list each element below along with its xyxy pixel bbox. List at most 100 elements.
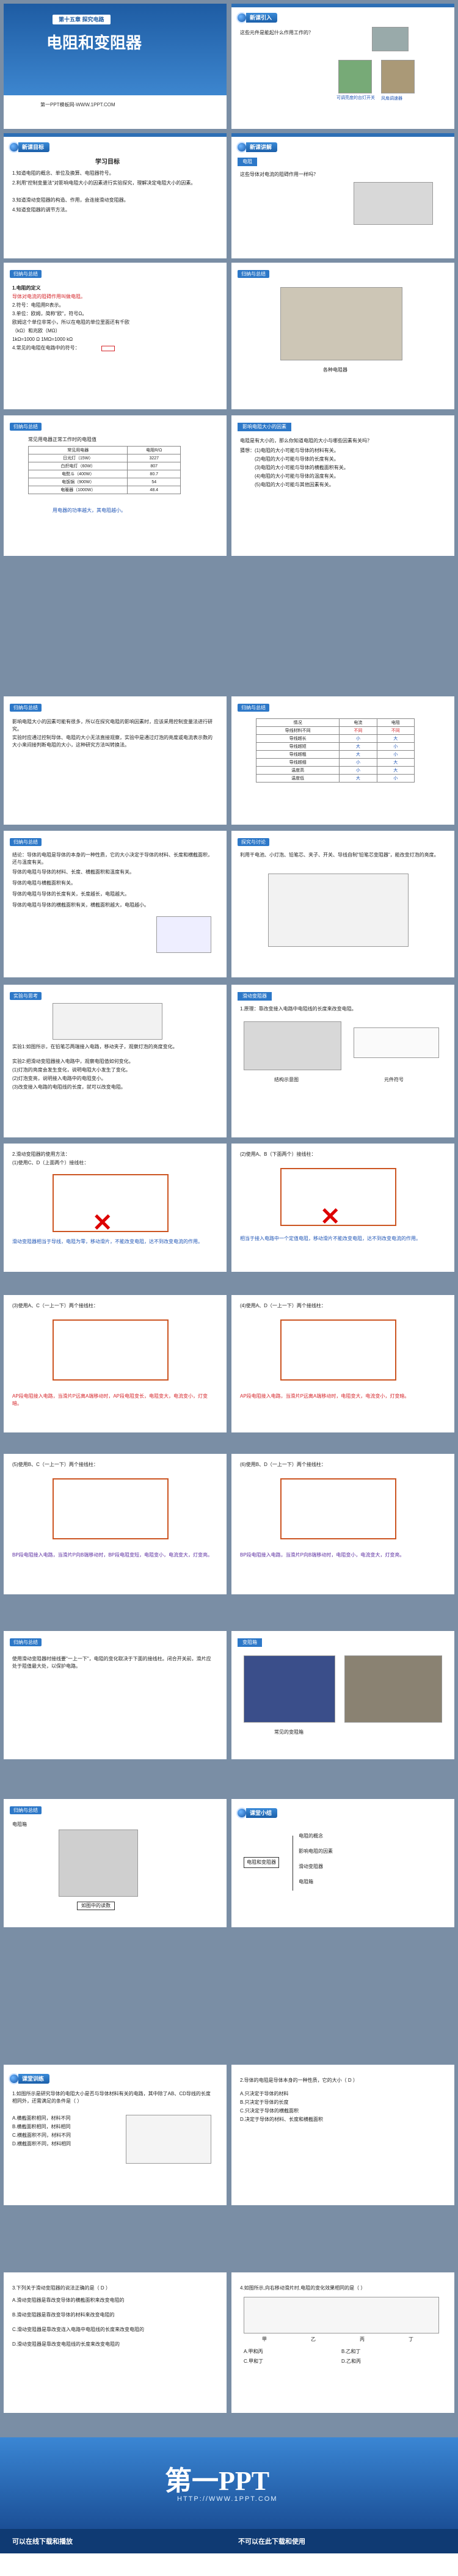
table-row: 电熨斗（400W）80.7 [27,470,181,478]
option-c[interactable]: C.只决定于导体的横截面积 [240,2108,299,2114]
slide-rheostat: 滑动变阻器 1.原理：靠改变接入电路中电阻线的长度来改变电阻。 结构示意图 元件… [231,985,454,1137]
resistance-question: 这些导体对电流的阻碍作用一样吗？ [240,172,318,177]
option-b[interactable]: B.横截面积相同，材料相同 [12,2124,71,2129]
title-background [4,4,227,95]
table-row: 导线越短大小 [255,742,415,751]
option-a[interactable]: A.甲和丙 [244,2349,263,2354]
slide-exercise-4: 4.如图所示,向右移动滑片时,电阻的变化效果相同的是（ ） 甲 乙 丙 丁 A.… [231,2272,454,2413]
option-a[interactable]: A.滑动变阻器是靠改变导体的横截面积来改变电阻的 [12,2297,125,2303]
def-line-1: 1.电阻的定义 [12,285,41,291]
option-b[interactable]: B.滑动变阻器是靠改变导体的材料来改变电阻的 [12,2312,115,2318]
usage-note: AP段电阻接入电路，当滑片P远离A端移动时，电阻变大，电流变小，灯变暗。 [240,1393,410,1399]
slide-usage-ab: (2)使用A、B（下面两个）接线柱： ✕ 相当于接入电路中一个定值电阻，移动滑片… [231,1144,454,1272]
def-line-7: 1kΩ=1000 Ω 1MΩ=1000 kΩ [12,337,73,342]
slide-diy: 探究与讨论 利用干电池、小灯泡、铅笔芯、夹子、开关、导线自制"铅笔芯变阻器"，能… [231,831,454,977]
table-row: 温度高小大 [255,766,415,775]
circuit-diagram [53,1319,169,1381]
pencil-rheostat-sketch [268,874,409,947]
slide-resistance: 新课讲解 电阻 这些导体对电流的阻碍作用一样吗？ [231,133,454,258]
def-line-4: 3.单位：欧姆，简称"欧"，符号Ω。 [12,311,87,316]
option-b[interactable]: B.只决定于导体的长度 [240,2100,289,2105]
table-header: 常见用电器 [27,446,128,454]
sub-heading: 滑动变阻器 [238,992,272,1001]
question-1: 1.如图所示是研究导体的电阻大小是否与导体材料有关的电路，其中除了AB、CD导线… [12,2091,211,2104]
usage-note: BP段电阻接入电路，当滑片P向B端移动时，电阻变小，电流变大，灯变亮。 [240,1552,405,1558]
summary-item: 电阻箱 [299,1879,313,1885]
option-a[interactable]: A.横截面积相同，材料不同 [12,2115,71,2121]
lamp-switch-photo [338,60,372,93]
table-header: 情况 [255,718,340,727]
slide-conclusion: 归纳与总结 结论：导体的电阻是导体的本身的一种性质，它的大小决定于导体的材料、长… [4,831,227,977]
option-c[interactable]: C.横截面积不同，材料不同 [12,2133,71,2138]
experiment-4: (2)灯泡变亮，说明接入电路中的电阻变小。 [12,1076,106,1081]
slide-appliances: 归纳与总结 常见用电器正常工作时的电阻值 常见用电器电阻R/Ω 日光灯（15W）… [4,415,227,556]
method-1: 影响电阻大小的因素可能有很多，所以在探究电阻的影响因素时，应该采用控制变量法进行… [12,719,213,732]
table-header: 电阻 [376,718,415,727]
summary-item: 电阻的概念 [299,1833,323,1839]
slide-exercise-1: 课堂训练 1.如图所示是研究导体的电阻大小是否与导体材料有关的电路，其中除了AB… [4,2065,227,2205]
factor-guess-5: (5)电阻的大小可能与其他因素有关。 [255,482,334,487]
option-d[interactable]: D.滑动变阻器是靠改变电阻线的长度来改变电阻的 [12,2341,120,2347]
slide-intro: 新课引入 这些元件是能起什么作用工作的？ 可调亮度的台灯开关 风扇调速器 [231,4,454,129]
experiment-3: (1)灯泡的亮度会发生变化，说明电阻大小发生了变化。 [12,1067,131,1073]
section-header: 课堂训练 [9,2073,50,2084]
label-structure: 结构示意图 [274,1077,299,1082]
sub-heading: 电阻 [238,158,257,166]
section-header: 新课目标 [9,142,50,153]
table-note: 用电器的功率越大，其电阻越小。 [53,508,126,513]
def-line-3: 2.符号：电阻用R表示。 [12,302,64,308]
summary-tag: 归纳与总结 [10,1806,42,1814]
slide-rules: 归纳与总结 使用滑动变阻器时接线要"一上一下"，电阻的变化取决于下面的接线柱。闭… [4,1631,227,1759]
footer-url[interactable]: HTTP://WWW.1PPT.COM [177,2495,278,2503]
slide-usage-ac: (3)使用A、C（一上一下）两个接线柱： AP段电阻接入电路，当滑片P远离A端移… [4,1295,227,1432]
option-c[interactable]: C.滑动变阻器是靠改变连入电路中电阻线的长度来改变电阻的 [12,2327,144,2332]
caption-fan: 风扇调速器 [381,97,402,101]
method-2: 实验时应通过控制导体、电阻的大小无法直接观察，实验中是通过灯泡的亮度或电流表示数… [12,735,213,748]
option-a[interactable]: A.只决定于导体的材料 [240,2091,289,2096]
chapter-label: 第十五章 探究电路 [53,15,111,24]
circuit-diagram [53,1478,169,1539]
summary-tag: 归纳与总结 [238,270,269,278]
intro-question: 这些元件是能起什么作用工作的？ [240,30,313,35]
slide-experiment: 实验与思考 实验1:如图所示，在铅笔芯两端接入电路，移动夹子，观察灯泡的亮度变化… [4,985,227,1137]
summary-tag: 归纳与总结 [10,270,42,278]
question-3: 3.下列关于滑动变阻器的说法正确的是（ D ） [12,2285,111,2291]
diy-text: 利用干电池、小灯泡、铅笔芯、夹子、开关、导线自制"铅笔芯变阻器"，能改变灯泡的亮… [240,852,439,858]
circuit-diagram [280,1319,396,1381]
rheostat-principle: 1.原理：靠改变接入电路中电阻线的长度来改变电阻。 [240,1006,357,1012]
slide-usage-bd: (6)使用B、D（一上一下）两个接线柱： BP段电阻接入电路，当滑片P向B端移动… [231,1454,454,1594]
slide-exercise-3: 3.下列关于滑动变阻器的说法正确的是（ D ） A.滑动变阻器是靠改变导体的横截… [4,2272,227,2413]
summary-item: 影响电阻的因素 [299,1848,333,1854]
def-line-5: 欧姆这个单位非常小，所以在电阻的单位里面还有千欧 [12,319,129,325]
table-row: 导线越长小大 [255,734,415,743]
usage-note: 相当于接入电路中一个定值电阻，移动滑片不能改变电阻，达不到改变电流的作用。 [240,1236,421,1241]
def-line-8: 4.常见的电阻在电路中的符号： [12,345,80,351]
slide-main-title: 电阻和变阻器 [46,34,142,52]
discussion-tag: 探究与讨论 [238,838,269,846]
wire-photo [354,182,433,225]
experiment-sketch [156,916,211,953]
footer-left: 可以在线下载和播放 [12,2538,73,2545]
top-bar [4,133,227,137]
option-d[interactable]: D.决定于导体的材料、长度和横截面积 [240,2117,323,2122]
table-header: 电流 [339,718,377,727]
resistance-box-figure [59,1830,138,1897]
slide-objectives: 新课目标 学习目标 1.知道电阻的概念、单位及换算、电阻器符号。 2.利用"控制… [4,133,227,258]
usage-case: (6)使用B、D（一上一下）两个接线柱： [240,1462,326,1467]
slide-summary: 课堂小结 电阻和变阻器 电阻的概念 影响电阻的因素 滑动变阻器 电阻箱 [231,1799,454,1927]
summary-tag: 归纳与总结 [238,704,269,712]
option-c[interactable]: C.甲和丁 [244,2359,263,2364]
figure-label: 丁 [409,2337,413,2342]
table-row: 电饭锅（900W）54 [27,478,181,486]
slide-exercise-2: 2.导体的电阻是导体本身的一种性质，它的大小（ D ） A.只决定于导体的材料 … [231,2065,454,2205]
slide-usage-bc: (5)使用B、C（一上一下）两个接线柱： BP段电阻接入电路，当滑片P向B端移动… [4,1454,227,1594]
option-d[interactable]: D.乙和丙 [341,2359,361,2364]
summary-item: 滑动变阻器 [299,1864,323,1869]
section-header: 新课讲解 [236,142,278,153]
objective-3: 3.知道滑动变阻器的构造、作用，会连接滑动变阻器。 [12,197,129,203]
option-d[interactable]: D.横截面积不同，材料相同 [12,2141,71,2147]
top-bar [231,4,454,7]
option-b[interactable]: B.乙和丁 [341,2349,361,2354]
usage-note: 滑动变阻器相当于导线，电阻为零，移动滑片，不能改变电阻，达不到改变电流的作用。 [12,1239,203,1244]
factor-guess-3: (3)电阻的大小可能与导体的横截面积有关。 [255,465,349,470]
